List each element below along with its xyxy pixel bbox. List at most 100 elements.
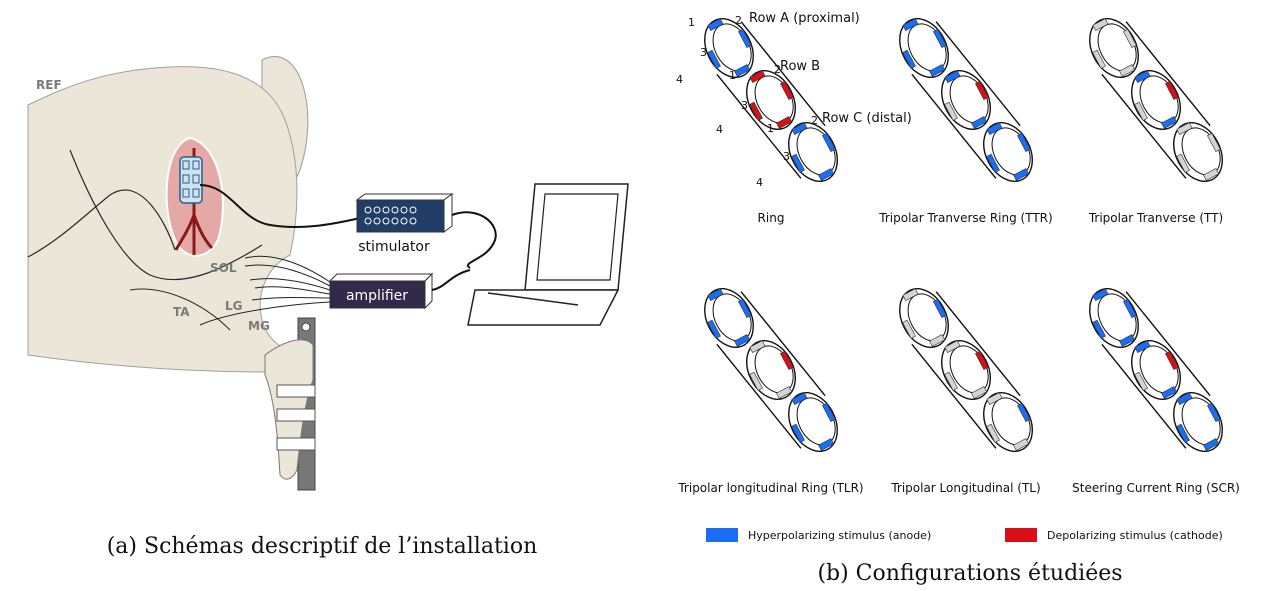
cylinder-edge-top	[935, 291, 1021, 397]
electrode-ring-1	[704, 18, 754, 78]
contact-4-anode	[791, 153, 805, 173]
contact-4-off	[944, 371, 958, 391]
configuration-2: Tripolar Tranverse Ring (TTR)	[878, 18, 1053, 225]
cylinder-edge-bottom	[1101, 73, 1187, 179]
contact-1-anode	[1176, 392, 1193, 405]
contact-2-cathode	[975, 80, 989, 100]
cylinder-edge-bottom	[911, 343, 997, 449]
amplifier-box	[328, 272, 434, 310]
contact-1-off	[902, 288, 919, 301]
cylinder-edge-top	[1125, 21, 1211, 127]
contact-2-off	[1123, 28, 1137, 48]
electrode-ring-2	[941, 70, 991, 130]
contact-3-anode	[1013, 168, 1030, 181]
contact-3-anode	[818, 168, 835, 181]
panel-b-configurations: Ring Tripolar Tranverse Ring (TTR) Tripola…	[676, 11, 1240, 586]
contact-2-anode	[738, 298, 752, 318]
electrode-ring-2	[1131, 70, 1181, 130]
electrode-ring-1	[704, 288, 754, 348]
contact-3-off	[929, 334, 946, 347]
contact-2-anode	[1123, 298, 1137, 318]
contact-2-anode	[1017, 402, 1031, 422]
foot-holder	[264, 317, 316, 491]
electrode-ring-3	[788, 392, 838, 452]
contact-1-off	[749, 340, 766, 353]
contact-1-anode	[902, 18, 919, 31]
contact-number-r2-1: 1	[729, 69, 736, 82]
contact-1-cathode	[749, 70, 766, 83]
contact-number-r1-1: 1	[688, 16, 695, 29]
contact-number-r3-2: 2	[811, 114, 818, 127]
contact-4-anode	[791, 423, 805, 443]
contact-1-anode	[944, 70, 961, 83]
cylinder-edge-top	[740, 21, 826, 127]
contact-2-anode	[1017, 132, 1031, 152]
configuration-5: Tripolar Longitudinal (TL)	[890, 288, 1041, 495]
contact-2-cathode	[1165, 80, 1179, 100]
contact-1-anode	[791, 122, 808, 135]
contact-4-anode	[986, 153, 1000, 173]
contact-2-anode	[822, 132, 836, 152]
contact-4-off	[1176, 153, 1190, 173]
contact-2-anode	[933, 298, 947, 318]
contact-1-anode	[1092, 288, 1109, 301]
cylinder-edge-top	[1125, 291, 1211, 397]
contact-2-anode	[933, 28, 947, 48]
legend-swatch-cathode	[1005, 528, 1037, 542]
electrode-ring-3	[983, 122, 1033, 182]
contact-2-anode	[1207, 402, 1221, 422]
configuration-label: Steering Current Ring (SCR)	[1072, 481, 1240, 495]
electrode-ring-3	[788, 122, 838, 182]
row-a-label: Row A (proximal)	[749, 11, 860, 26]
contact-4-anode	[1176, 423, 1190, 443]
emg-wires	[199, 255, 331, 326]
contact-number-r1-2: 2	[735, 14, 742, 27]
electrode-ring-2	[941, 340, 991, 400]
configuration-label: Ring	[758, 211, 785, 225]
configuration-1: Ring	[704, 18, 838, 225]
cylinder-edge-top	[740, 291, 826, 397]
configuration-label: Tripolar Tranverse (TT)	[1088, 211, 1223, 225]
contact-1-anode	[1134, 70, 1151, 83]
amplifier-label: amplifier	[346, 288, 408, 304]
contact-2-cathode	[780, 80, 794, 100]
electrode-ring-2	[746, 340, 796, 400]
contact-2-cathode	[1165, 350, 1179, 370]
contact-1-anode	[791, 392, 808, 405]
cylinder-edge-bottom	[716, 343, 802, 449]
contact-1-anode	[1134, 340, 1151, 353]
contact-4-off	[986, 423, 1000, 443]
electrode-ring-3	[1173, 122, 1223, 182]
row-c-label: Row C (distal)	[822, 111, 912, 126]
contact-4-off	[1134, 101, 1148, 121]
contact-2-cathode	[975, 350, 989, 370]
label-mg: MG	[248, 319, 270, 333]
electrode-ring-1	[1089, 18, 1139, 78]
electrode-ring-1	[1089, 288, 1139, 348]
contact-4-off	[902, 319, 916, 339]
label-lg: LG	[225, 299, 243, 313]
contact-4-off	[944, 101, 958, 121]
contact-4-anode	[902, 49, 916, 69]
electrode-contacts	[182, 160, 200, 198]
contact-3-anode	[1119, 334, 1136, 347]
contact-number-r2-2: 2	[774, 63, 781, 76]
contact-number-r1-3: 3	[700, 46, 707, 59]
contact-3-off	[1203, 168, 1220, 181]
legend-label-anode: Hyperpolarizing stimulus (anode)	[748, 529, 931, 542]
configuration-label: Tripolar Tranverse Ring (TTR)	[878, 211, 1052, 225]
contact-number-r2-3: 3	[741, 99, 748, 112]
contact-4-anode	[1092, 319, 1106, 339]
contact-1-off	[986, 392, 1003, 405]
cylinder-edge-bottom	[911, 73, 997, 179]
electrode-ring-3	[983, 392, 1033, 452]
configuration-label: Tripolar Longitudinal (TL)	[890, 481, 1040, 495]
contact-number-r1-4: 4	[676, 73, 683, 86]
configuration-label: Tripolar longitudinal Ring (TLR)	[677, 481, 863, 495]
contact-3-anode	[971, 116, 988, 129]
contact-2-cathode	[780, 350, 794, 370]
configuration-grid: Ring Tripolar Tranverse Ring (TTR) Tripola…	[677, 18, 1240, 495]
rat-inner-line	[129, 288, 231, 331]
